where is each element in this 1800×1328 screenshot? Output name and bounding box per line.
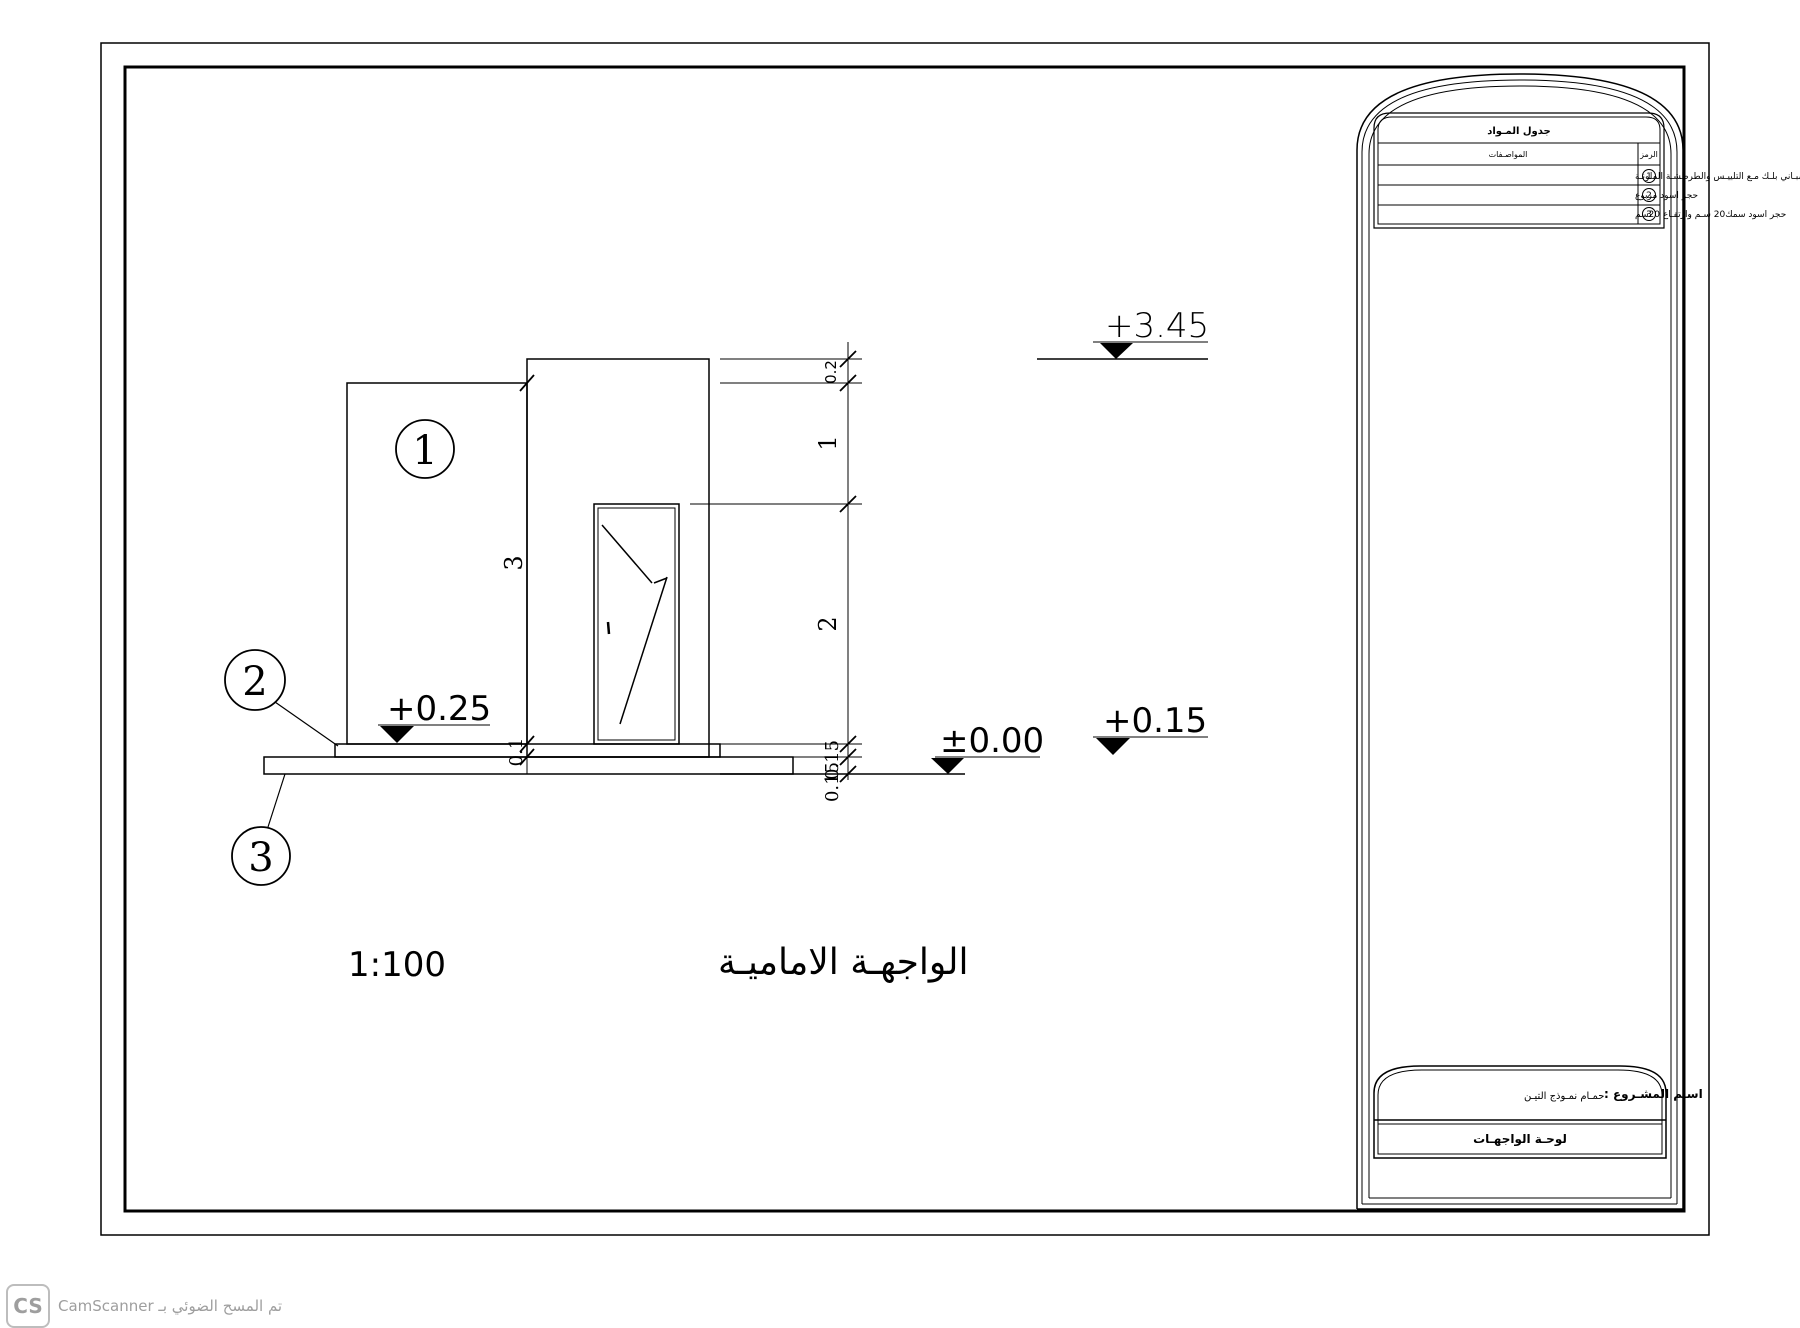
dimension-chain (519, 342, 862, 783)
inner-border (123, 65, 1686, 1213)
door-inner (597, 507, 676, 741)
front-elevation (263, 358, 794, 775)
outer-border (100, 42, 1710, 1236)
level-floor-text: +0.15 (1103, 701, 1207, 741)
dim-base: 0.15 (822, 740, 843, 780)
door-glass-line (653, 577, 668, 584)
material-row-1-num: 1 (1646, 172, 1652, 182)
materials-table-title: جدول المـواد (1487, 126, 1551, 137)
title-panel (1356, 73, 1684, 1210)
svg-text:1: 1 (412, 428, 437, 474)
callout-2: 2 (224, 649, 339, 747)
material-row-3-num: 3 (1646, 210, 1652, 220)
material-row-3-spec: حجر اسود سمك20 سـم وارتفـاع 20سم (1635, 210, 1786, 220)
foundation-strip (263, 756, 794, 775)
svg-text:2: 2 (242, 659, 267, 705)
door-glass-line (619, 576, 668, 725)
dim-upper: 1 (814, 435, 842, 450)
camscanner-logo-icon: CS (6, 1284, 50, 1328)
material-row-2-spec: حجر اسود مربوع (1635, 191, 1698, 201)
materials-header-spec: المواصـفات (1489, 150, 1528, 159)
callout-1: 1 (395, 419, 455, 479)
level-roof-text: +3.45 (1105, 306, 1209, 346)
title-block (1373, 1065, 1667, 1159)
level-marker-ground: ±0.00 (720, 721, 1044, 775)
materials-header-symbol: الرمز (1639, 150, 1658, 159)
sheet-name: لوحـة الواجهـات (1473, 1132, 1567, 1147)
level-marker-step: +0.25 (378, 689, 491, 743)
camscanner-watermark: CS تم المسح الضوئي بـ CamScanner (6, 1284, 282, 1328)
dim-parapet: 0.2 (822, 360, 840, 384)
camscanner-text: تم المسح الضوئي بـ CamScanner (58, 1297, 283, 1315)
svg-text:3: 3 (248, 835, 273, 881)
level-marker-floor: +0.15 (1093, 701, 1208, 755)
level-marker-roof: +3.45 (1037, 306, 1209, 360)
dim-step: 0.1 (506, 738, 527, 767)
right-wall (526, 358, 710, 758)
level-ground-text: ±0.00 (940, 721, 1044, 761)
callout-3: 3 (231, 773, 291, 886)
project-label: اسـم المشـروع : (1604, 1087, 1703, 1102)
drawing-scale: 1:100 (348, 945, 446, 985)
door (593, 503, 680, 745)
dim-foundation: 0.15 (822, 762, 843, 802)
drawing-title: الواجهـة الاماميـة (718, 942, 969, 983)
dim-overall: 3 (500, 555, 528, 570)
materials-table (1373, 112, 1665, 229)
door-glass-line (601, 524, 653, 584)
project-name: حمـام نمـوذج التيـن (1524, 1091, 1604, 1102)
door-handle (606, 621, 611, 635)
level-step-text: +0.25 (387, 689, 491, 729)
material-row-2-num: 2 (1646, 191, 1652, 201)
material-row-1-spec: مبـاني بلـك مـع التلييـس والطرطشـة الملو… (1635, 172, 1800, 182)
dim-door: 2 (814, 616, 842, 631)
